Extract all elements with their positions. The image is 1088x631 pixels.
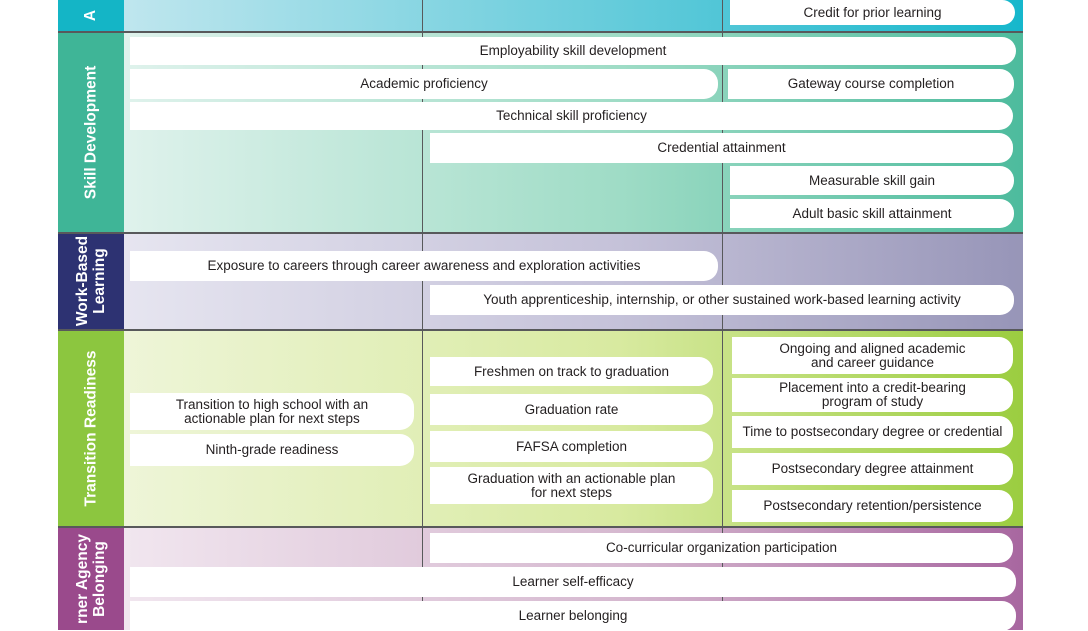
metric-pill-text: FAFSA completion	[515, 438, 628, 454]
metric-pill-text: Learner self-efficacy	[512, 574, 634, 589]
metric-pill-text: Time to postsecondary degree or credenti…	[742, 424, 1003, 439]
row-divider-2	[58, 232, 1023, 234]
metric-pill-text: Postsecondary degree attainment	[771, 461, 974, 476]
metric-pill-text: Postsecondary retention/persistence	[763, 498, 982, 513]
metric-pill: Ninth-grade readiness	[130, 434, 414, 466]
column-divider-2	[722, 0, 723, 630]
metric-pill: Freshmen on track to graduation	[430, 357, 713, 386]
transition-readiness-label-text: Transition Readiness	[82, 350, 100, 506]
metric-pill-text: Learner belonging	[518, 608, 628, 623]
column-divider-1	[422, 0, 423, 630]
metric-pill: Ongoing and aligned academic and career …	[732, 337, 1013, 374]
metric-pill: Employability skill development	[130, 37, 1016, 65]
metric-pill-text: Technical skill proficiency	[496, 108, 647, 123]
row-divider-4	[58, 526, 1023, 528]
metric-pill-text: Ongoing and aligned academic and career …	[779, 340, 966, 370]
metric-pill: Academic proficiency	[130, 69, 718, 99]
metric-pill-text: Exposure to careers through career aware…	[207, 258, 641, 273]
metric-pill-text: Placement into a credit-bearing program …	[779, 380, 966, 409]
metric-pill-text: Credential attainment	[657, 140, 786, 155]
metric-pill: Graduation with an actionable plan for n…	[430, 467, 713, 504]
metric-pill-text: Transition to high school with an action…	[175, 396, 369, 426]
band-top-label-text: A	[82, 9, 100, 22]
metric-pill-text: Youth apprenticeship, internship, or oth…	[483, 292, 961, 307]
transition-readiness-label: Transition Readiness	[58, 330, 124, 526]
metric-pill-text: Academic proficiency	[360, 76, 488, 91]
metric-pill: Transition to high school with an action…	[130, 393, 414, 430]
metric-pill-text: Graduation with an actionable plan for n…	[467, 470, 676, 500]
metric-pill: Measurable skill gain	[730, 166, 1014, 195]
metric-pill-text: Measurable skill gain	[808, 172, 936, 188]
row-divider-3	[58, 329, 1023, 331]
metric-pill: Technical skill proficiency	[130, 102, 1013, 130]
metric-pill-text: Graduation rate	[524, 401, 619, 417]
skill-development-label: Skill Development	[58, 32, 124, 232]
metric-pill-text: Ninth-grade readiness	[205, 442, 339, 457]
learner-agency-label-text: rner Agency Belonging	[74, 533, 108, 624]
metric-pill: Youth apprenticeship, internship, or oth…	[430, 285, 1014, 315]
metric-pill: Gateway course completion	[728, 69, 1014, 99]
metric-pill: Time to postsecondary degree or credenti…	[732, 416, 1013, 448]
row-divider-1	[58, 31, 1023, 33]
metric-pill: Learner belonging	[130, 601, 1016, 631]
metric-pill: Credit for prior learning	[730, 0, 1015, 25]
skill-development-content	[124, 32, 1023, 232]
work-based-learning-label: Work-Based Learning	[58, 233, 124, 329]
metric-pill-text: Adult basic skill attainment	[792, 205, 952, 221]
metric-pill: Postsecondary retention/persistence	[732, 490, 1013, 522]
metric-pill-text: Credit for prior learning	[803, 4, 942, 20]
band-skill-development: Skill Development	[58, 32, 1023, 232]
metric-pill: Graduation rate	[430, 394, 713, 425]
learner-agency-label: rner Agency Belonging	[58, 527, 124, 630]
metric-pill: Credential attainment	[430, 133, 1013, 163]
metric-pill: Learner self-efficacy	[130, 567, 1016, 597]
metric-pill-text: Employability skill development	[479, 43, 667, 58]
metric-pill-text: Freshmen on track to graduation	[473, 363, 670, 379]
metric-pill: FAFSA completion	[430, 431, 713, 462]
work-based-learning-label-text: Work-Based Learning	[74, 235, 108, 327]
metric-pill: Adult basic skill attainment	[730, 199, 1014, 228]
skill-development-label-text: Skill Development	[82, 65, 100, 199]
metric-pill: Co-curricular organization participation	[430, 533, 1013, 563]
metric-pill-text: Co-curricular organization participation	[605, 540, 838, 555]
metric-pill: Exposure to careers through career aware…	[130, 251, 718, 281]
band-top-label: A	[58, 0, 124, 31]
metric-pill: Placement into a credit-bearing program …	[732, 378, 1013, 412]
metric-pill: Postsecondary degree attainment	[732, 453, 1013, 485]
metric-pill-text: Gateway course completion	[787, 76, 955, 91]
